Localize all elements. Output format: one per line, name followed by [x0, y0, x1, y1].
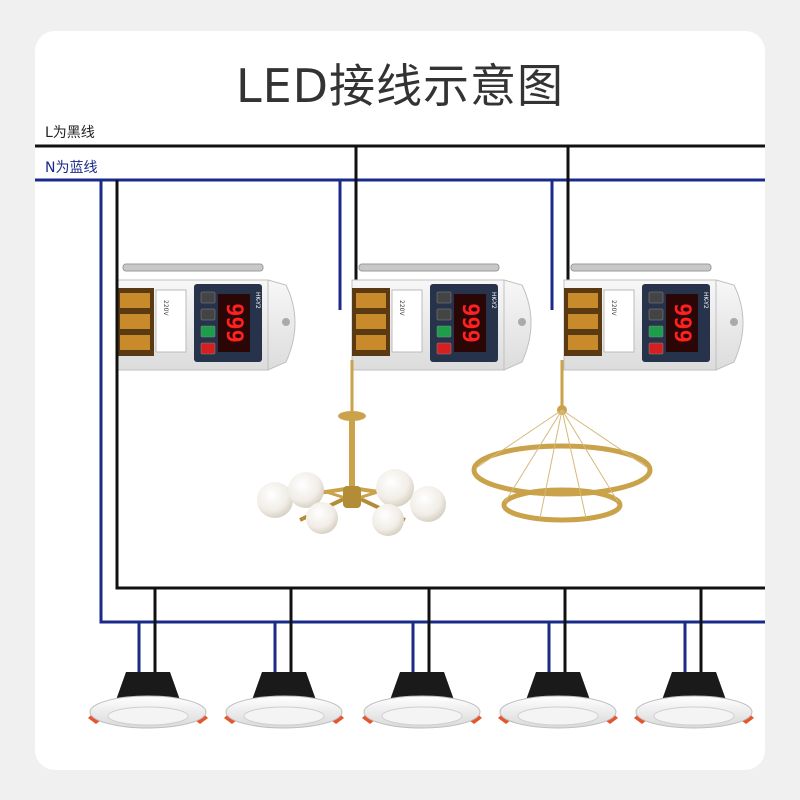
mount-hole: [282, 318, 290, 326]
lamp-lens: [653, 706, 735, 726]
ring-chandelier: [471, 405, 653, 523]
model-label: HK-Y2: [490, 292, 497, 309]
terminal-screw: [120, 293, 150, 308]
terminal-screw: [568, 335, 598, 350]
mount-hole: [730, 318, 738, 326]
timer-controller: 999 HK-Y2 220V: [115, 263, 296, 371]
panel-button: [200, 291, 216, 304]
panel-button: [200, 342, 216, 355]
diagram-title: LED接线示意图: [235, 59, 565, 113]
lamp-housing: [526, 672, 590, 700]
neutral-return-wire: [99, 180, 765, 624]
panel-button: [436, 291, 452, 304]
timer-controller: 999 HK-Y2 220V: [338, 146, 532, 371]
chandeliers: [257, 360, 653, 536]
downlight: [362, 588, 482, 729]
model-label: HK-Y2: [254, 292, 261, 309]
top-bus-wires: [35, 144, 765, 182]
terminal-screw: [120, 314, 150, 329]
terminal-screw: [356, 335, 386, 350]
panel-button: [648, 342, 664, 355]
terminal-screw: [568, 314, 598, 329]
mount-hole: [518, 318, 526, 326]
lamp-housing: [116, 672, 180, 700]
terminal-screw: [120, 335, 150, 350]
led-display: [454, 294, 486, 352]
antenna: [122, 263, 264, 272]
terminal-screw: [356, 314, 386, 329]
label-sticker: [155, 289, 187, 353]
panel-button: [200, 308, 216, 321]
controller-ear: [267, 279, 296, 371]
live-wire-label: L为黑线: [45, 125, 95, 141]
panel-button: [648, 325, 664, 338]
model-label: HK-Y2: [702, 292, 709, 309]
voltage-label: 220V: [610, 300, 617, 316]
controller-ear: [503, 279, 532, 371]
controllers: 999 HK-Y2 220V 999 HK-Y2 220V 999 HK-Y2 220V: [115, 146, 744, 371]
downlight: [498, 588, 618, 729]
live-return-wire: [115, 180, 765, 590]
lamp-housing: [252, 672, 316, 700]
lamp-lens: [107, 706, 189, 726]
downlight: [634, 588, 754, 729]
panel-button: [436, 308, 452, 321]
voltage-label: 220V: [162, 300, 169, 316]
neutral-wire-label: N为蓝线: [45, 160, 98, 176]
panel-button: [436, 325, 452, 338]
lamp-housing: [390, 672, 454, 700]
panel-button: [648, 291, 664, 304]
lamp-housing: [662, 672, 726, 700]
globe-chandelier: [257, 411, 446, 536]
lamp-lens: [381, 706, 463, 726]
diagram-card: [35, 31, 765, 770]
lamp-lens: [243, 706, 325, 726]
downlights: [88, 588, 754, 729]
led-display: [666, 294, 698, 352]
panel-button: [648, 308, 664, 321]
display-digits: 999: [221, 303, 246, 343]
downlight: [88, 588, 208, 729]
panel-button: [200, 325, 216, 338]
antenna: [570, 263, 712, 272]
led-display: [218, 294, 250, 352]
label-sticker: [391, 289, 423, 353]
terminal-screw: [356, 293, 386, 308]
controller-ear: [715, 279, 744, 371]
lamp-lens: [517, 706, 599, 726]
bottom-bus-wires: [99, 180, 765, 624]
antenna: [358, 263, 500, 272]
terminal-screw: [568, 293, 598, 308]
display-digits: 999: [457, 303, 482, 343]
label-sticker: [603, 289, 635, 353]
display-digits: 999: [669, 303, 694, 343]
timer-controller: 999 HK-Y2 220V: [550, 146, 744, 371]
voltage-label: 220V: [398, 300, 405, 316]
downlight: [224, 588, 344, 729]
panel-button: [436, 342, 452, 355]
